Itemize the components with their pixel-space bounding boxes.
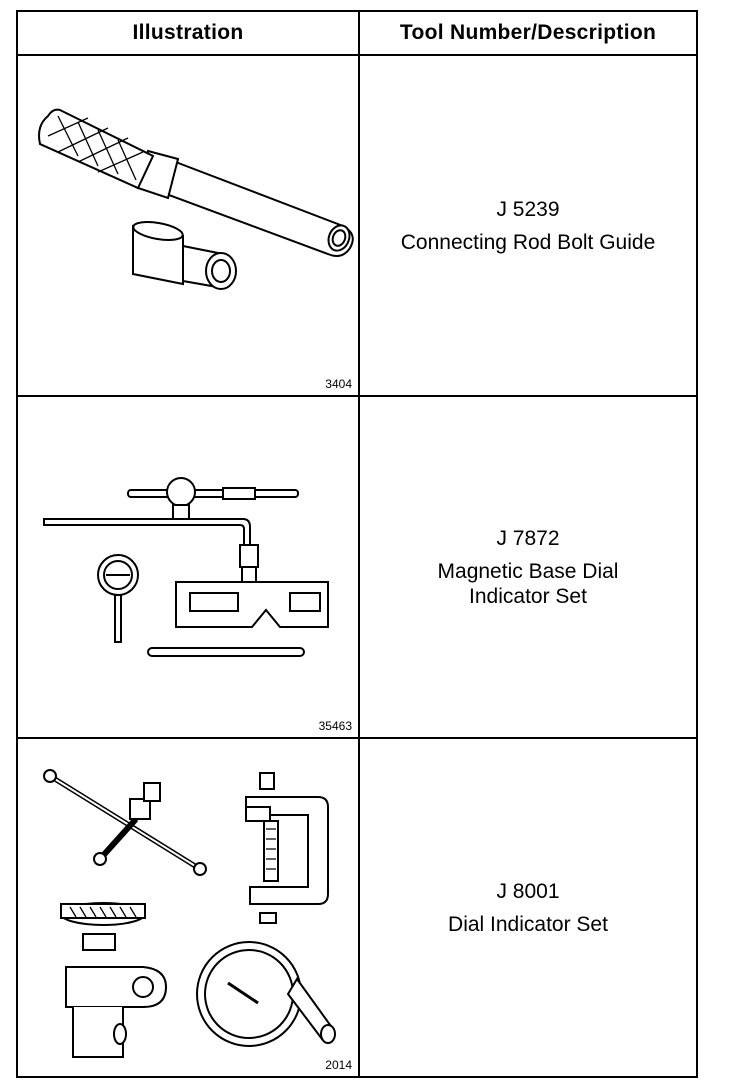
figure-number: 2014 <box>325 1058 352 1072</box>
tool-number: J 8001 <box>496 879 560 903</box>
column-header-tool: Tool Number/Description <box>399 21 657 44</box>
row-divider <box>18 395 696 397</box>
row-divider <box>18 737 696 739</box>
dial-indicator-set-illustration <box>43 769 336 1058</box>
tool-description: Dial Indicator Set <box>448 912 608 936</box>
description-cell-2: J 7872 Magnetic Base Dial Indicator Set <box>360 397 696 737</box>
column-divider <box>358 12 360 1076</box>
header-divider <box>18 54 696 56</box>
description-cell-3: J 8001 Dial Indicator Set <box>360 739 696 1076</box>
connecting-rod-bolt-guide-illustration <box>38 108 354 290</box>
description-cell-1: J 5239 Connecting Rod Bolt Guide <box>360 56 696 395</box>
tool-table: Illustration Tool Number/Description 340… <box>16 10 698 1078</box>
tool-description: Connecting Rod Bolt Guide <box>400 230 656 254</box>
tool-number: J 7872 <box>496 526 560 550</box>
tool-number: J 5239 <box>496 197 560 221</box>
illustration-cell-3: 2014 <box>18 739 358 1076</box>
tool-description: Magnetic Base Dial Indicator Set <box>437 559 619 608</box>
column-header-illustration: Illustration <box>132 21 244 44</box>
figure-number: 3404 <box>325 377 352 391</box>
illustration-cell-1: 3404 <box>18 56 358 395</box>
figure-number: 35463 <box>318 719 352 733</box>
illustration-cell-2: 35463 <box>18 397 358 737</box>
magnetic-base-dial-indicator-illustration <box>43 477 329 657</box>
